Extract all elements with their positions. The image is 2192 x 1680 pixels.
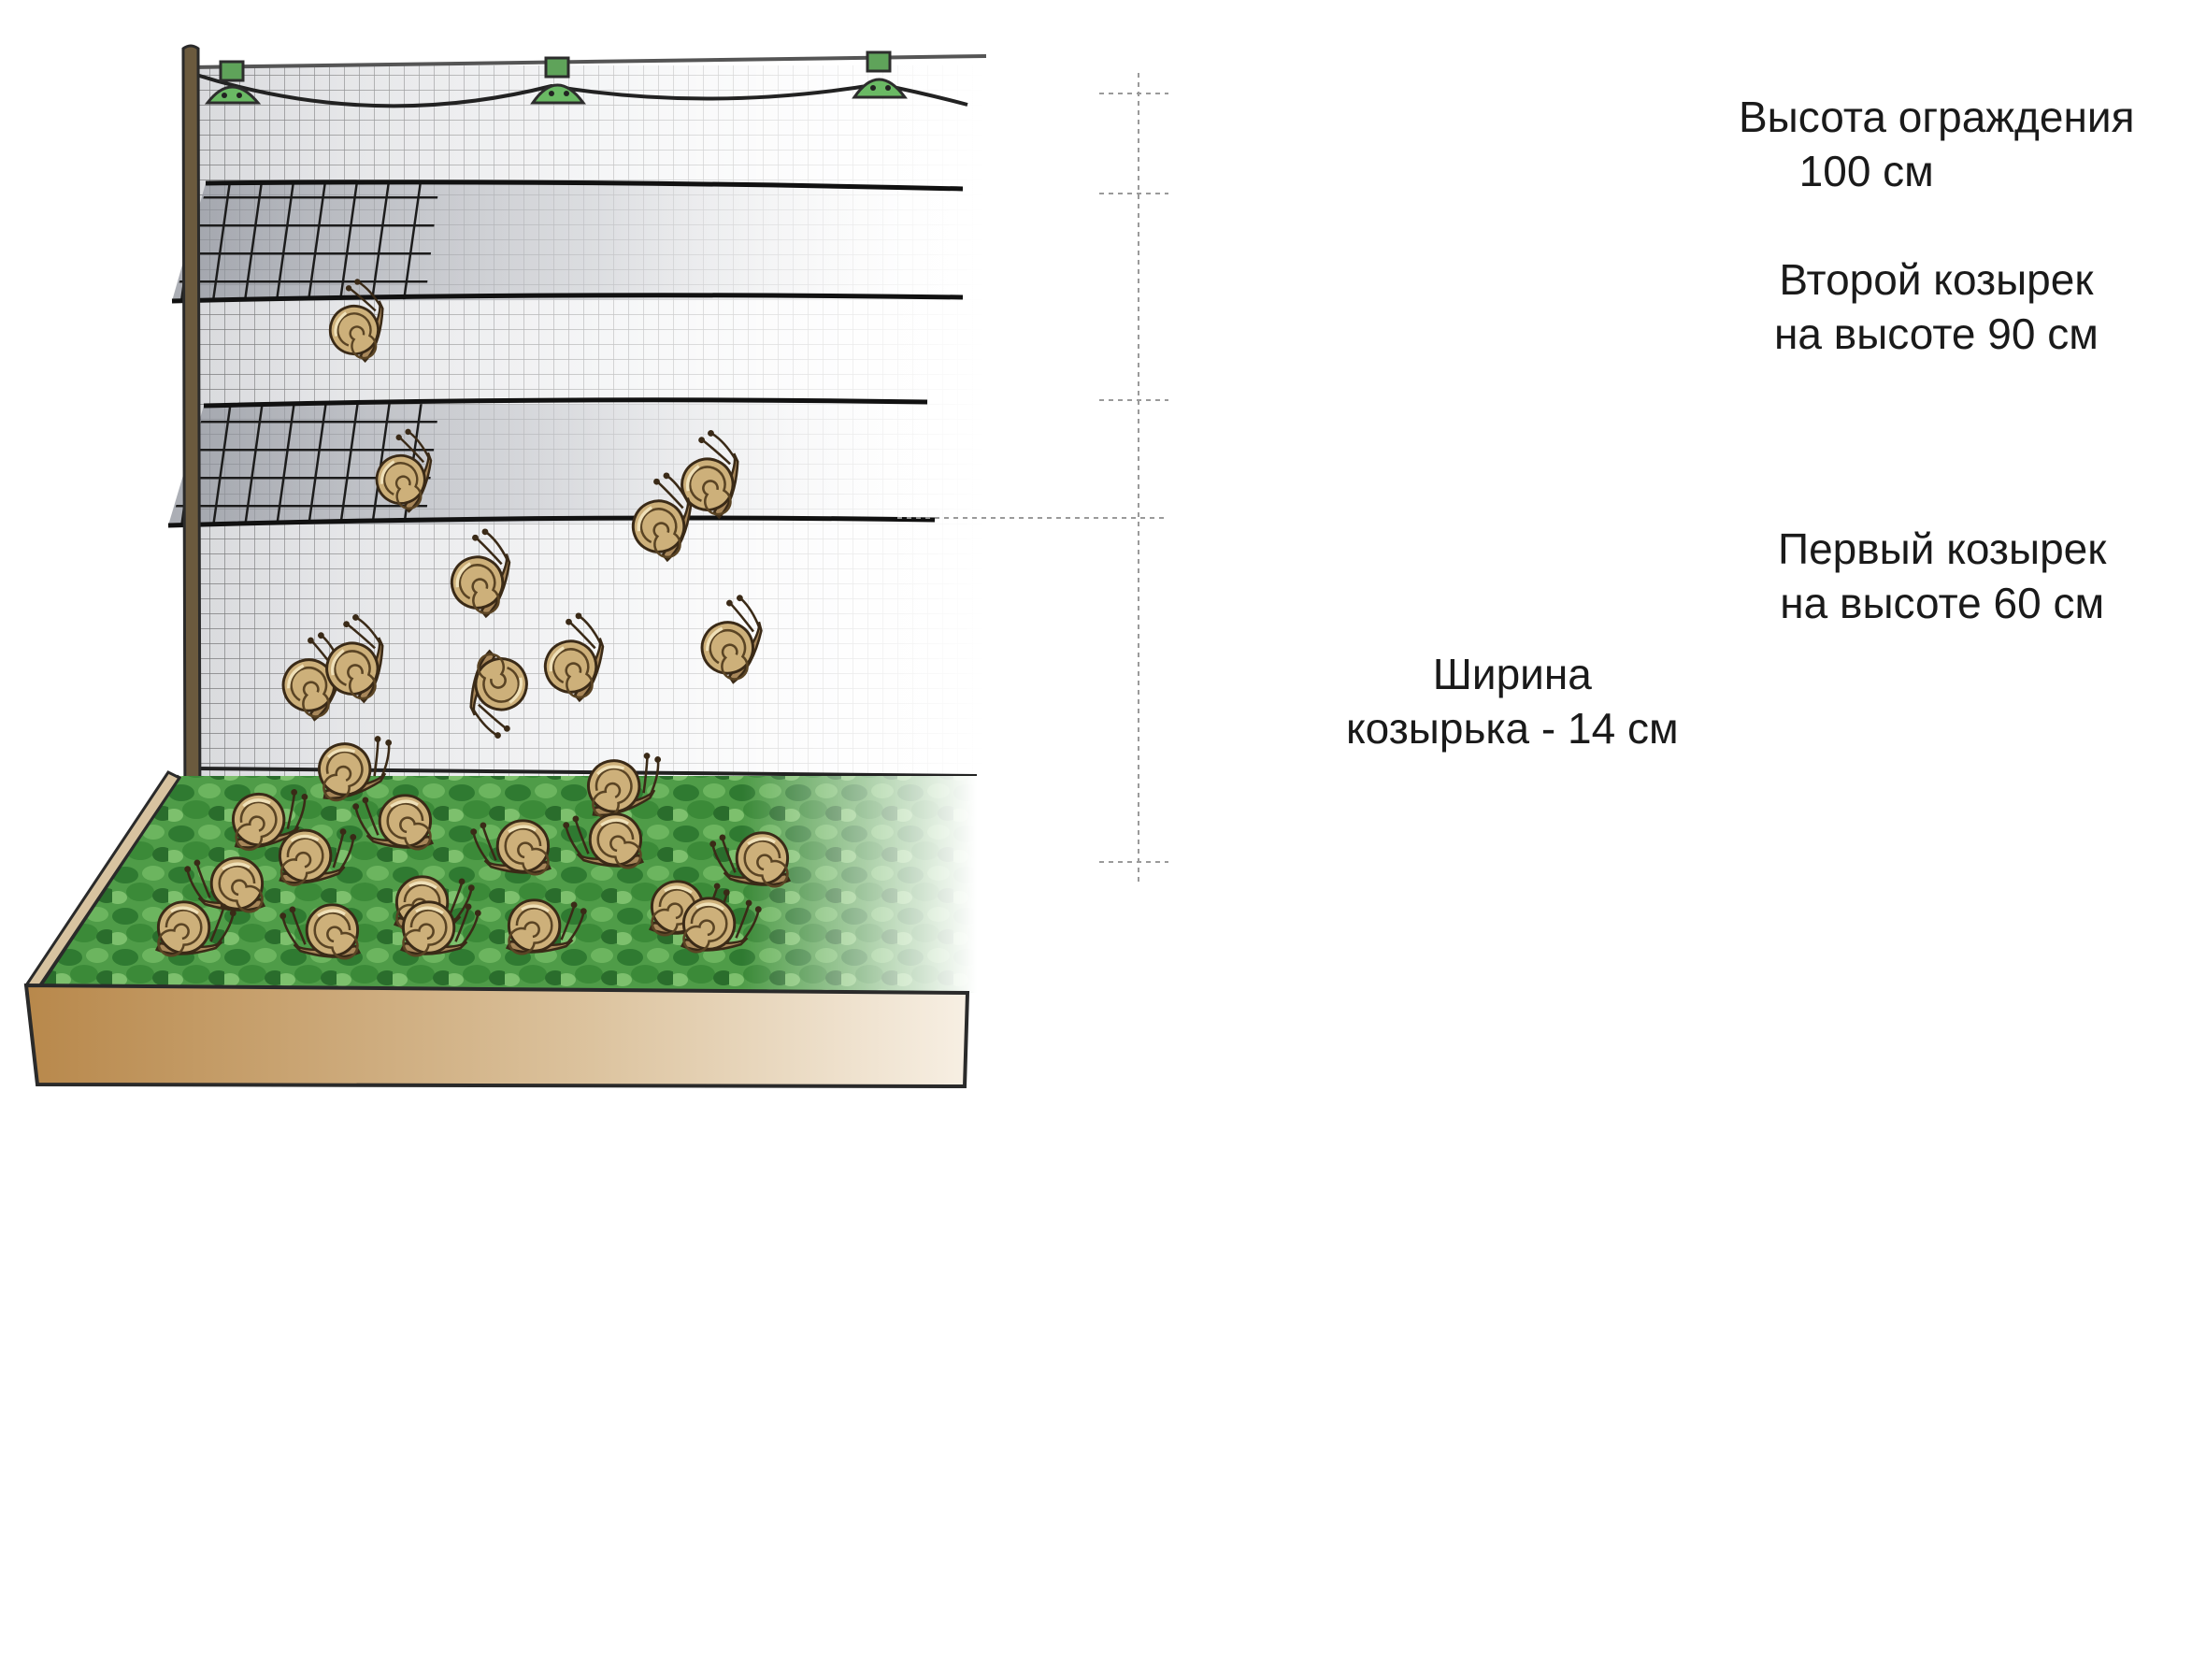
net-clip-icon: [204, 60, 262, 105]
bed-front-board: [23, 983, 970, 1089]
first-visor-line1: Первый козырек: [1778, 524, 2107, 573]
fence-height-line1: Высота ограждения: [1739, 93, 2135, 141]
first-visor: [167, 397, 936, 528]
second-visor-line1: Второй козырек: [1779, 255, 2094, 304]
net-bottom-edge: [195, 767, 978, 778]
second-visor-line2: на высоте 90 см: [1774, 309, 2099, 358]
net-clip-icon: [852, 50, 908, 99]
fence-post: [181, 44, 202, 834]
net-clip-icon: [530, 56, 586, 105]
first-visor-label: Первый козырек на высоте 60 см: [1778, 522, 2106, 630]
visor-width-line2: козырька - 14 см: [1346, 704, 1679, 753]
dimension-guides: [897, 73, 1168, 883]
visor-width-label: Ширина козырька - 14 см: [1337, 647, 1688, 755]
fence-height-label: Высота ограждения 100 см: [1739, 90, 2134, 198]
first-visor-line2: на высоте 60 см: [1780, 579, 2105, 627]
top-wire: [191, 54, 987, 69]
fence-height-line2: 100 см: [1798, 147, 1934, 195]
second-visor-label: Второй козырек на высоте 90 см: [1774, 252, 2099, 361]
second-visor: [171, 179, 964, 304]
greens-fade: [37, 776, 977, 993]
visor-width-line1: Ширина: [1432, 650, 1592, 698]
